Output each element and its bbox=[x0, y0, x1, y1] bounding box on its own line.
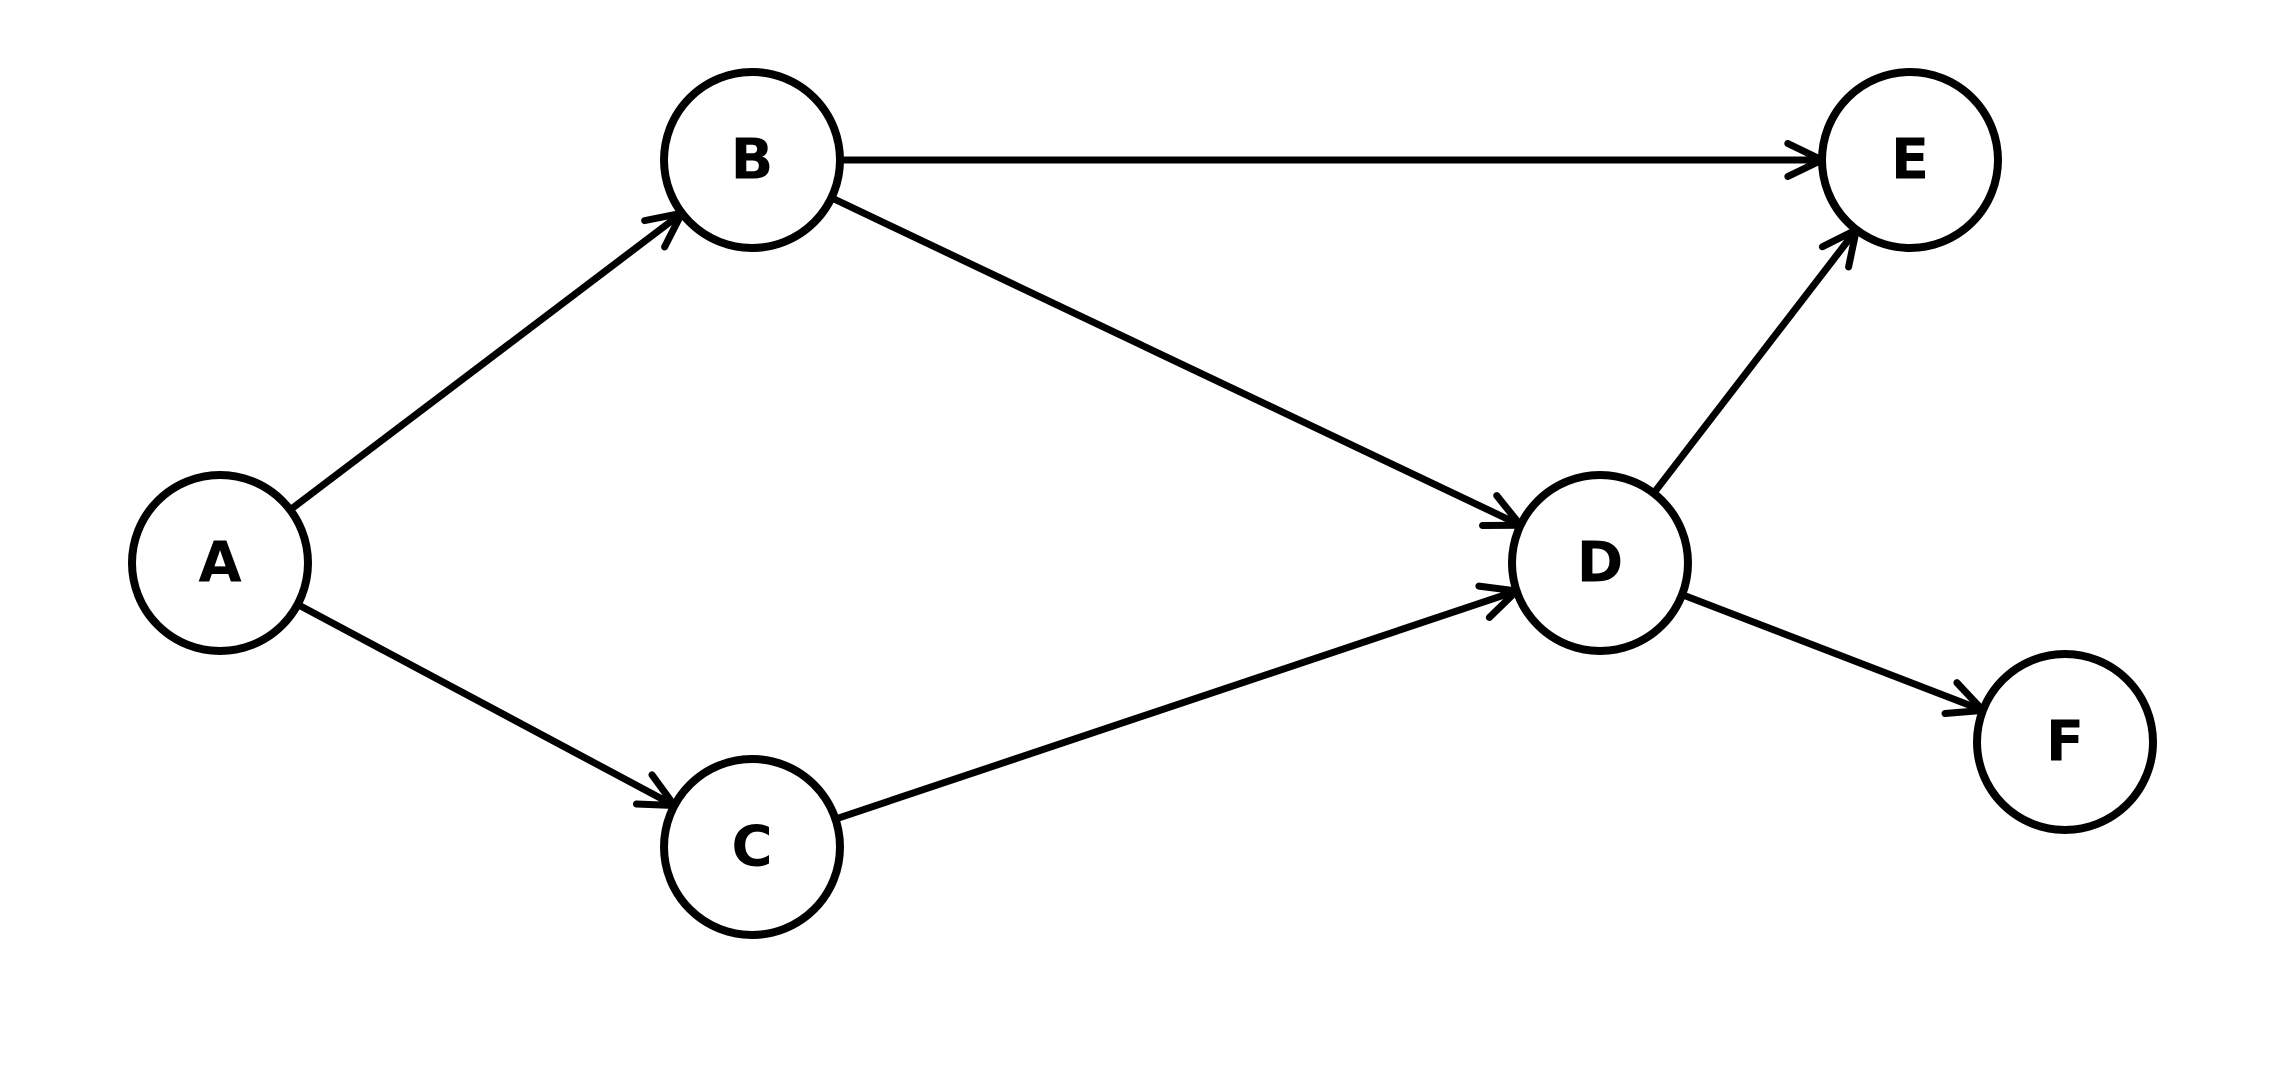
edge-line bbox=[286, 209, 686, 514]
node-label: A bbox=[198, 531, 242, 596]
node-c: C bbox=[660, 755, 844, 939]
node-e: E bbox=[1818, 68, 2002, 252]
node-label: E bbox=[1891, 128, 1929, 193]
edge-d-f bbox=[1678, 591, 1987, 718]
node-label: C bbox=[731, 815, 772, 880]
node-f: F bbox=[1973, 650, 2157, 834]
node-a: A bbox=[128, 471, 312, 655]
node-b: B bbox=[660, 68, 844, 252]
node-circle bbox=[660, 755, 844, 939]
edge-a-b bbox=[286, 209, 686, 514]
edge-b-e bbox=[836, 139, 1826, 181]
node-circle bbox=[128, 471, 312, 655]
edge-d-e bbox=[1650, 226, 1860, 497]
edge-line bbox=[1678, 591, 1987, 714]
edge-line bbox=[831, 587, 1521, 823]
node-circle bbox=[1818, 68, 2002, 252]
edge-b-d bbox=[827, 194, 1525, 529]
node-label: F bbox=[2046, 710, 2084, 775]
edge-c-d bbox=[831, 582, 1521, 823]
node-circle bbox=[1973, 650, 2157, 834]
node-d: D bbox=[1508, 471, 1692, 655]
edge-line bbox=[1650, 226, 1860, 497]
node-circle bbox=[660, 68, 844, 252]
edge-a-c bbox=[294, 600, 678, 810]
node-label: D bbox=[1577, 531, 1623, 596]
node-circle bbox=[1508, 471, 1692, 655]
node-label: B bbox=[731, 128, 774, 193]
nodes-layer: A B C D E F bbox=[128, 68, 2157, 939]
edges-layer bbox=[286, 139, 1987, 823]
edge-line bbox=[827, 194, 1525, 529]
edge-line bbox=[294, 600, 678, 810]
